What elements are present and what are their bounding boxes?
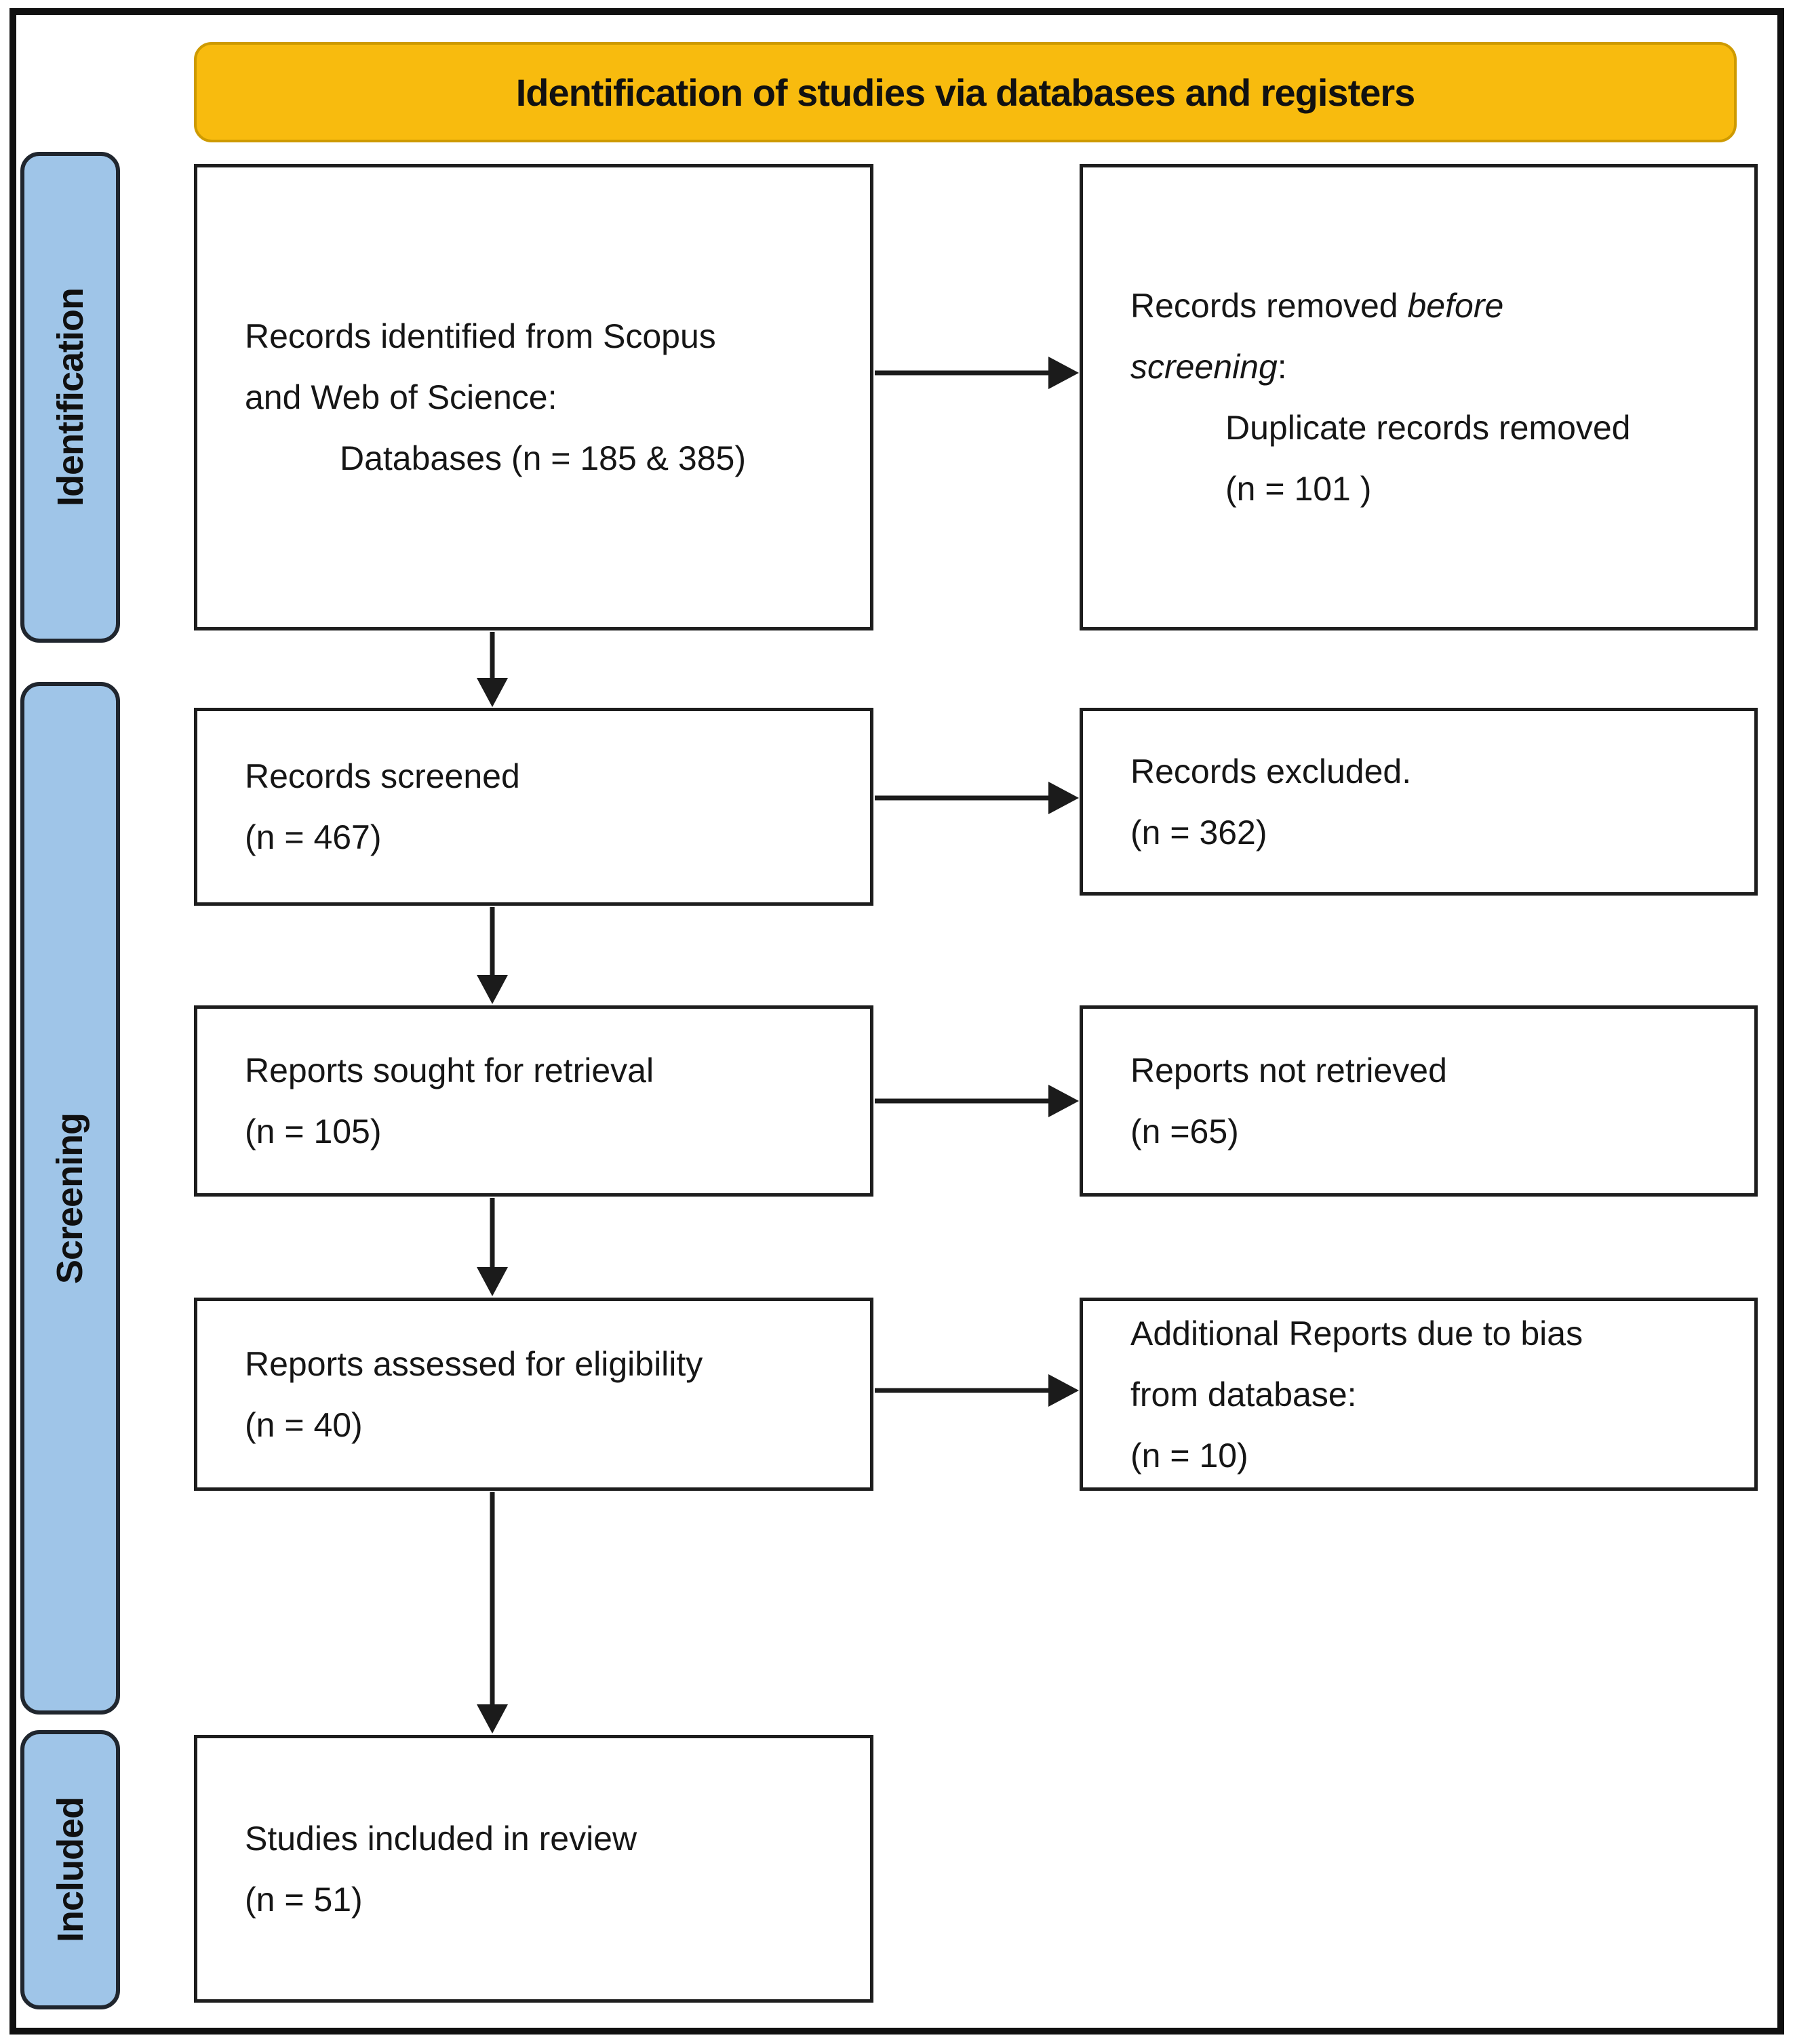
studies-included-line1: Studies included in review xyxy=(245,1819,637,1858)
reports-assessed-line1: Reports assessed for eligibility xyxy=(245,1344,703,1383)
box-reports-not-retrieved: Reports not retrieved (n =65) xyxy=(1080,1005,1758,1197)
box-additional-reports: Additional Reports due to bias from data… xyxy=(1080,1298,1758,1491)
additional-reports-line1: Additional Reports due to bias xyxy=(1130,1314,1583,1352)
stage-identification: Identification xyxy=(20,152,120,643)
additional-reports-line3: (n = 10) xyxy=(1130,1436,1248,1475)
reports-assessed-line2: (n = 40) xyxy=(245,1405,363,1444)
records-screened-line2: (n = 467) xyxy=(245,818,382,856)
diagram-outer-border xyxy=(9,8,1784,2035)
title-banner: Identification of studies via databases … xyxy=(194,42,1737,142)
records-identified-line2: and Web of Science: xyxy=(245,378,557,416)
stage-included: Included xyxy=(20,1730,120,2009)
records-identified-line1: Records identified from Scopus xyxy=(245,317,716,355)
records-excluded-line2: (n = 362) xyxy=(1130,813,1267,851)
records-removed-line4: (n = 101 ) xyxy=(1225,470,1372,508)
records-removed-line1: Records removed before xyxy=(1130,287,1504,325)
records-screened-line1: Records screened xyxy=(245,757,520,795)
stage-screening: Screening xyxy=(20,682,120,1715)
additional-reports-line2: from database: xyxy=(1130,1375,1357,1414)
reports-sought-line2: (n = 105) xyxy=(245,1113,382,1150)
reports-sought-line1: Reports sought for retrieval xyxy=(245,1051,654,1089)
records-identified-line3: Databases (n = 185 & 385) xyxy=(340,439,746,477)
box-records-screened: Records screened (n = 467) xyxy=(194,708,873,906)
box-reports-sought: Reports sought for retrieval (n = 105) xyxy=(194,1005,873,1197)
studies-included-line2: (n = 51) xyxy=(245,1880,363,1919)
records-excluded-line1: Records excluded. xyxy=(1130,752,1412,790)
stage-included-label: Included xyxy=(50,1797,91,1943)
box-reports-assessed: Reports assessed for eligibility (n = 40… xyxy=(194,1298,873,1491)
records-removed-line3: Duplicate records removed xyxy=(1225,409,1631,447)
box-studies-included: Studies included in review (n = 51) xyxy=(194,1735,873,2003)
reports-not-retrieved-line1: Reports not retrieved xyxy=(1130,1051,1447,1089)
reports-not-retrieved-line2: (n =65) xyxy=(1130,1113,1239,1150)
stage-screening-label: Screening xyxy=(50,1113,91,1284)
box-records-identified: Records identified from Scopus and Web o… xyxy=(194,164,873,630)
records-removed-line2: screening: xyxy=(1130,348,1287,386)
title-banner-label: Identification of studies via databases … xyxy=(515,71,1416,114)
box-records-removed: Records removed before screening: Duplic… xyxy=(1080,164,1758,630)
stage-identification-label: Identification xyxy=(50,288,91,506)
box-records-excluded: Records excluded. (n = 362) xyxy=(1080,708,1758,896)
